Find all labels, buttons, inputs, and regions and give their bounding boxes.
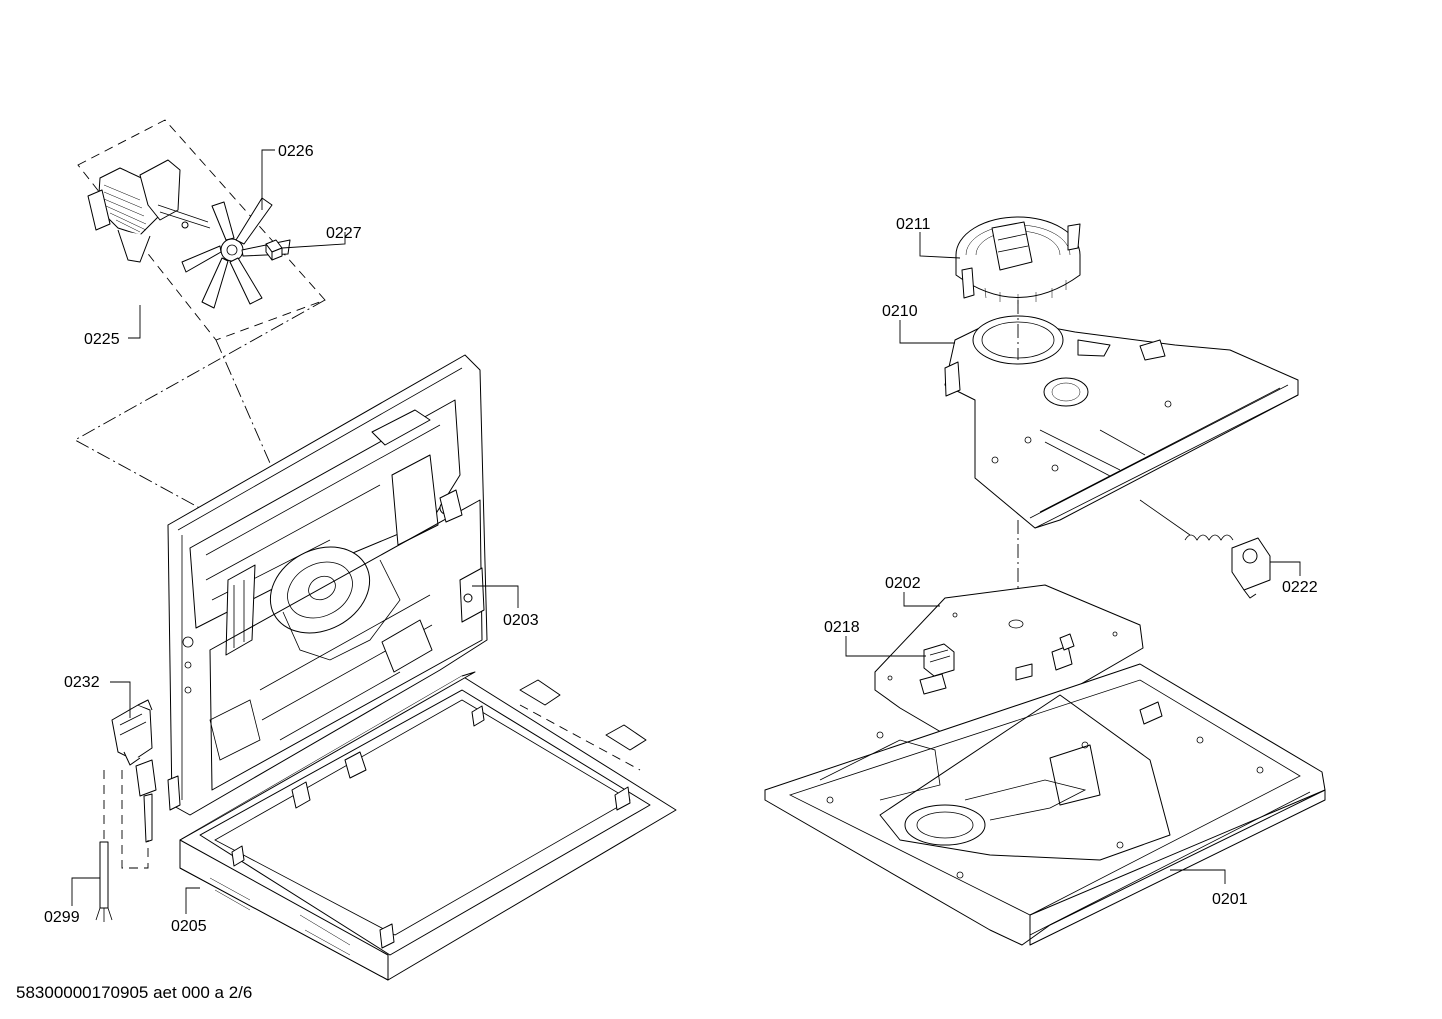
fan-motor-assembly-0225 [77,119,326,341]
door-switch-0232 [111,699,153,766]
label-0226: 0226 [278,143,314,160]
label-0203: 0203 [503,612,539,629]
label-0211: 0211 [896,216,931,233]
nut-0227 [265,239,283,261]
document-code: 58300000170905 aet 000 a 2/6 [16,983,252,1002]
label-0218: 0218 [824,619,860,636]
leader-0299 [71,877,100,906]
base-pan-0201 [764,663,1326,946]
fan-motor [87,159,211,263]
label-0299: 0299 [44,909,80,926]
bottom-tray-0205 [179,671,677,981]
leader-0232 [110,681,131,718]
cover-plate-0202 [874,584,1144,743]
power-plug [135,759,157,843]
leader-0225 [128,305,141,339]
leader-0218 [845,636,926,657]
leader-0210 [899,320,955,344]
label-0232: 0232 [64,674,100,691]
leader-0201 [1170,869,1226,884]
label-0227: 0227 [326,225,362,242]
leader-0211 [919,232,961,259]
rear-panel-0203 [167,354,488,816]
assembly-line-fan-to-panel-a [74,299,326,531]
temperature-sensor-0222 [1139,499,1271,599]
switch-0218 [923,643,955,677]
blower-fan-0211 [955,216,1081,304]
leader-0205 [185,887,200,914]
label-0205: 0205 [171,918,207,935]
label-0201: 0201 [1212,891,1248,908]
label-0225: 0225 [84,331,120,348]
leader-0226 [261,149,275,210]
leader-0203 [472,585,519,608]
leader-0222 [1270,561,1301,576]
cable-0299 [95,841,113,922]
leader-0227 [281,232,346,249]
label-0210: 0210 [882,303,918,320]
leader-0202 [903,592,940,607]
label-0202: 0202 [885,575,921,592]
label-0222: 0222 [1282,579,1318,596]
air-duct-0210 [944,315,1299,529]
